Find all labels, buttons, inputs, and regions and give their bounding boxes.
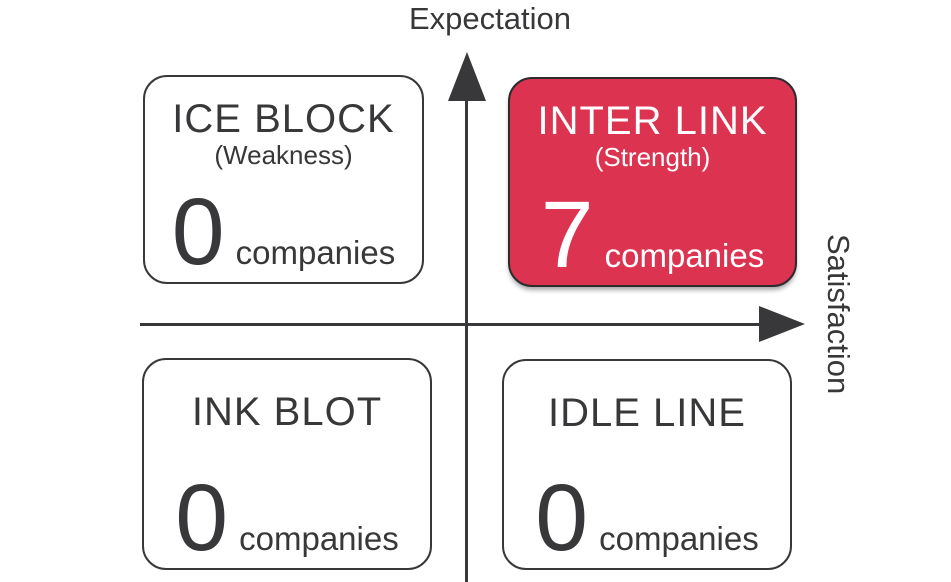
quadrant-ink-blot: INK BLOT 0 companies bbox=[142, 358, 432, 570]
quadrant-ice-block: ICE BLOCK (Weakness) 0 companies bbox=[143, 75, 424, 284]
y-axis-line bbox=[465, 96, 468, 582]
company-count-row: 0 companies bbox=[535, 465, 759, 572]
company-count: 0 bbox=[171, 179, 225, 286]
quadrant-title: IDLE LINE bbox=[548, 391, 746, 435]
company-count: 7 bbox=[540, 182, 594, 289]
quadrant-inter-link: INTER LINK (Strength) 7 companies bbox=[508, 77, 797, 287]
quadrant-subtitle: (Strength) bbox=[594, 142, 711, 172]
x-axis-line bbox=[140, 323, 765, 326]
quadrant-subtitle: (Weakness) bbox=[214, 140, 353, 170]
y-axis-label: Expectation bbox=[409, 1, 571, 36]
company-count-row: 0 companies bbox=[171, 179, 396, 286]
quadrant-idle-line: IDLE LINE 0 companies bbox=[502, 359, 792, 570]
company-count-unit: companies bbox=[604, 237, 765, 275]
company-count: 0 bbox=[175, 465, 229, 572]
arrow-up-icon bbox=[448, 52, 486, 101]
company-count-unit: companies bbox=[599, 520, 759, 558]
quadrant-title: INK BLOT bbox=[191, 390, 383, 434]
company-count-unit: companies bbox=[235, 234, 396, 272]
quadrant-title: INTER LINK bbox=[537, 99, 768, 143]
company-count-unit: companies bbox=[239, 520, 399, 558]
quadrant-title: ICE BLOCK bbox=[172, 97, 395, 141]
company-count-row: 0 companies bbox=[175, 465, 399, 572]
company-count-row: 7 companies bbox=[540, 182, 765, 289]
company-count: 0 bbox=[535, 465, 589, 572]
x-axis-label: Satisfaction bbox=[821, 234, 856, 395]
arrow-right-icon bbox=[759, 306, 805, 342]
